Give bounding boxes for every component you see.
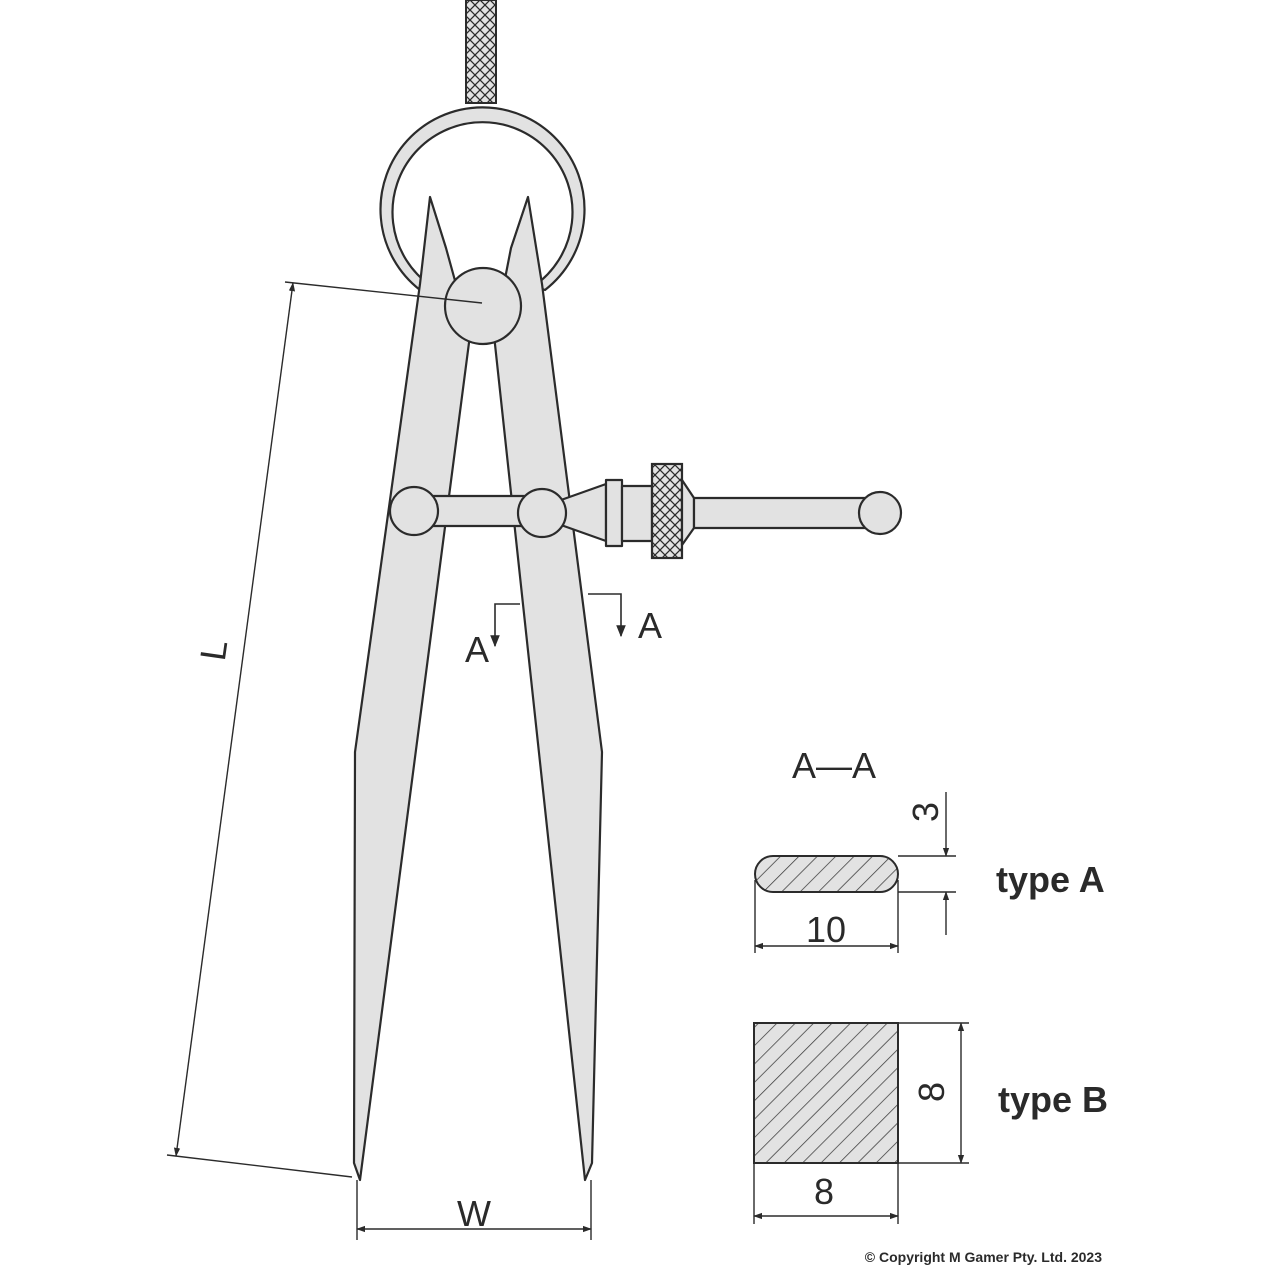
type-b-width-value: 8: [814, 1171, 834, 1212]
nut-bevel: [680, 478, 696, 547]
knurled-adjusting-nut: [650, 462, 684, 560]
type-b-height-value: 8: [911, 1082, 952, 1102]
top-knurled-handle: [465, 0, 497, 104]
section-cut-markers: A A: [465, 593, 662, 670]
screw-body: [620, 484, 654, 543]
section-marker-left-line: [490, 603, 520, 648]
type-a-cross-section: [754, 855, 899, 893]
type-a-label: type A: [996, 859, 1105, 900]
right-leg-joint: [516, 487, 568, 539]
type-a-thickness-value: 3: [905, 802, 946, 822]
width-label: W: [457, 1193, 491, 1234]
length-label: L: [192, 637, 235, 663]
screw-rod-inner: [430, 494, 530, 528]
section-title: A—A: [792, 745, 876, 786]
length-extension-bottom: [166, 1154, 353, 1178]
right-leg: [492, 195, 604, 1182]
screw-collar: [604, 478, 624, 548]
adjusting-screw-assembly: [388, 462, 903, 560]
type-a-section: 10 3 type A: [754, 792, 1105, 953]
type-b-section: 8 8 type B: [753, 1022, 1108, 1224]
length-dimension: L: [166, 281, 483, 1178]
type-b-label: type B: [998, 1079, 1108, 1120]
type-a-width-value: 10: [806, 909, 846, 950]
spring-bow: [379, 106, 586, 292]
hinge-pivot: [443, 266, 523, 346]
length-extension-top: [284, 281, 483, 304]
left-leg: [352, 195, 472, 1182]
length-dimension-line: [173, 282, 296, 1157]
screw-shaft: [692, 496, 868, 530]
section-marker-right-label: A: [638, 605, 662, 646]
screw-end-ball: [857, 490, 903, 536]
section-marker-right-line: [588, 593, 626, 638]
copyright-notice: © Copyright M Gamer Pty. Ltd. 2023: [865, 1249, 1102, 1265]
type-b-cross-section: [753, 1022, 899, 1164]
section-marker-left-label: A: [465, 629, 489, 670]
left-leg-joint: [388, 485, 440, 537]
width-dimension: W: [356, 1180, 592, 1240]
